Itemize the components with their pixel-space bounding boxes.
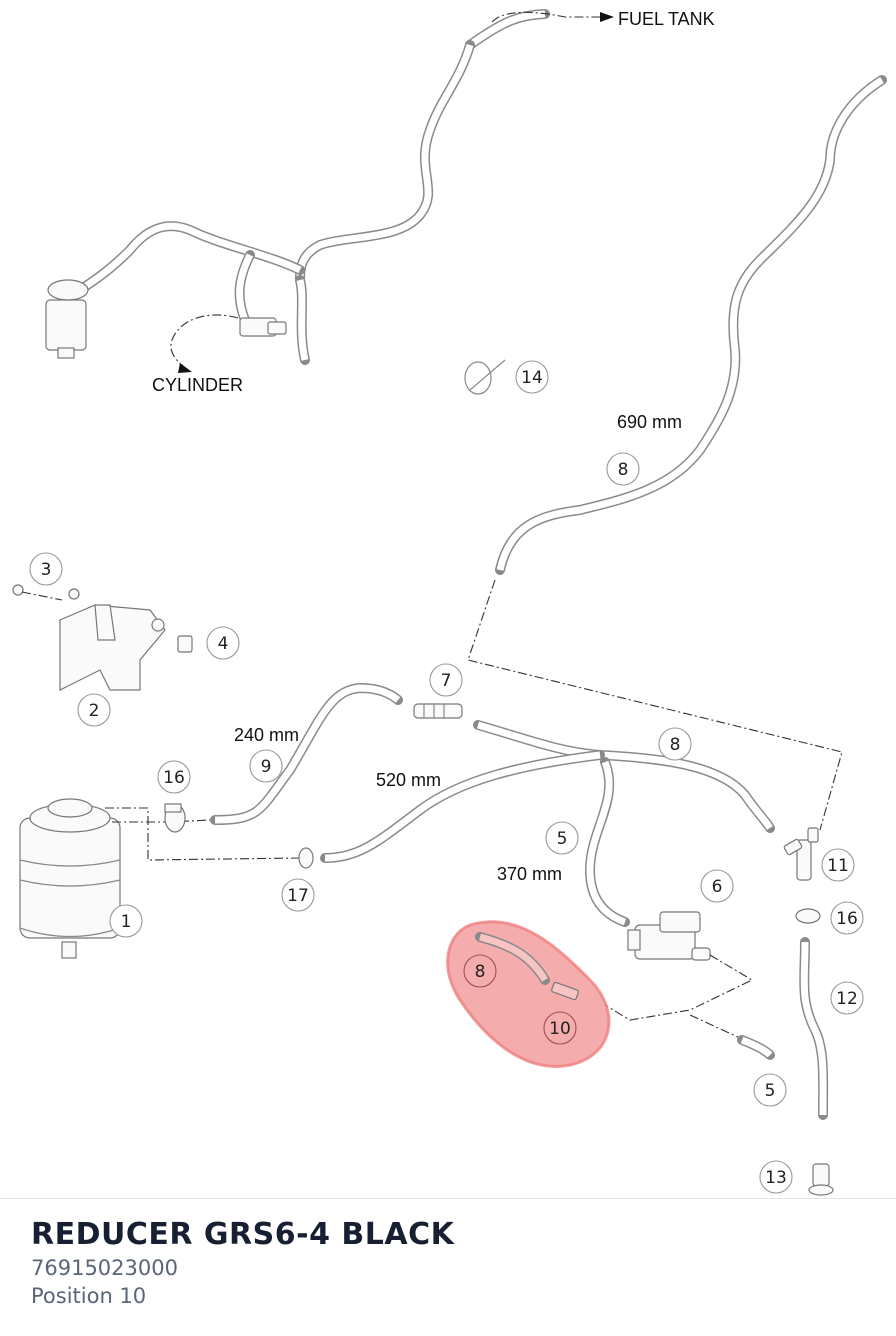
hose-690mm [495,75,887,575]
svg-text:4: 4 [218,634,229,654]
callout-16-left: 16 [157,760,191,794]
callout-11: 11 [821,848,855,882]
callout-3: 3 [29,552,63,586]
valve-route-line [604,954,754,1021]
route-line-to-connector [467,579,843,831]
hose-clamp-right [795,908,821,924]
length-240mm-label: 240 mm [234,725,299,745]
svg-text:3: 3 [41,560,52,580]
plug-part-13 [808,1163,834,1196]
callout-8-top: 8 [606,452,640,486]
svg-text:5: 5 [557,829,568,849]
cylinder-label: CYLINDER [152,375,243,395]
cable-tie-part [464,359,506,395]
svg-text:1: 1 [121,912,132,932]
y-connector-part [783,827,819,881]
callout-2: 2 [77,693,111,727]
callout-7: 7 [429,663,463,697]
hose-240mm [210,682,403,825]
callout-16-right: 16 [830,901,864,935]
fuel-tank-label: FUEL TANK [618,9,715,29]
callout-9: 9 [249,749,283,783]
svg-text:7: 7 [441,671,452,691]
reducer-part [551,981,579,1001]
callout-8-highlight: 8 [463,954,497,988]
svg-text:8: 8 [618,460,629,480]
callout-12: 12 [830,981,864,1015]
svg-text:8: 8 [475,962,486,982]
svg-text:16: 16 [836,909,858,929]
svg-text:5: 5 [765,1081,776,1101]
part-name: REDUCER GRS6-4 BLACK [31,1217,455,1252]
svg-text:12: 12 [836,989,858,1009]
svg-text:9: 9 [261,757,272,777]
callout-13: 13 [759,1160,793,1194]
bracket-part [12,584,193,691]
length-690mm-label: 690 mm [617,412,682,432]
callout-14: 14 [515,360,549,394]
cylinder-arrowhead [178,363,192,373]
exploded-parts-diagram: FUEL TANK CYLINDER 690 mm [12,9,887,1196]
fuel-tank-route-line [491,11,600,23]
fitting-7-part [413,703,463,719]
svg-text:6: 6 [712,877,723,897]
charcoal-canister-part [19,798,121,959]
callout-6: 6 [700,869,734,903]
svg-text:10: 10 [549,1019,571,1039]
callout-1: 1 [109,904,143,938]
svg-text:16: 16 [163,768,185,788]
callout-5-upper: 5 [545,821,579,855]
svg-text:11: 11 [827,856,849,876]
canister-route-lines [105,807,301,861]
callout-8-mid: 8 [658,727,692,761]
svg-text:8: 8 [670,735,681,755]
cylinder-route-line [170,314,239,369]
svg-text:14: 14 [521,368,543,388]
svg-text:13: 13 [765,1168,787,1188]
svg-text:2: 2 [89,701,100,721]
hose-clamp-left [164,803,186,833]
hose-clamp-17 [298,847,314,869]
callout-10-highlight: 10 [543,1011,577,1045]
part-number: 76915023000 [31,1256,178,1280]
svg-text:17: 17 [287,886,309,906]
upper-hose-assembly [45,9,550,365]
callout-17: 17 [281,878,315,912]
fuel-tank-arrowhead [600,12,614,22]
part-position: Position 10 [31,1284,147,1308]
part-info-panel: REDUCER GRS6-4 BLACK 76915023000 Positio… [0,1198,896,1336]
callout-5-lower: 5 [753,1073,787,1107]
highlight-area [446,920,611,1068]
callout-4: 4 [206,626,240,660]
purge-valve-part [627,911,711,961]
length-370mm-label: 370 mm [497,864,562,884]
length-520mm-label: 520 mm [376,770,441,790]
